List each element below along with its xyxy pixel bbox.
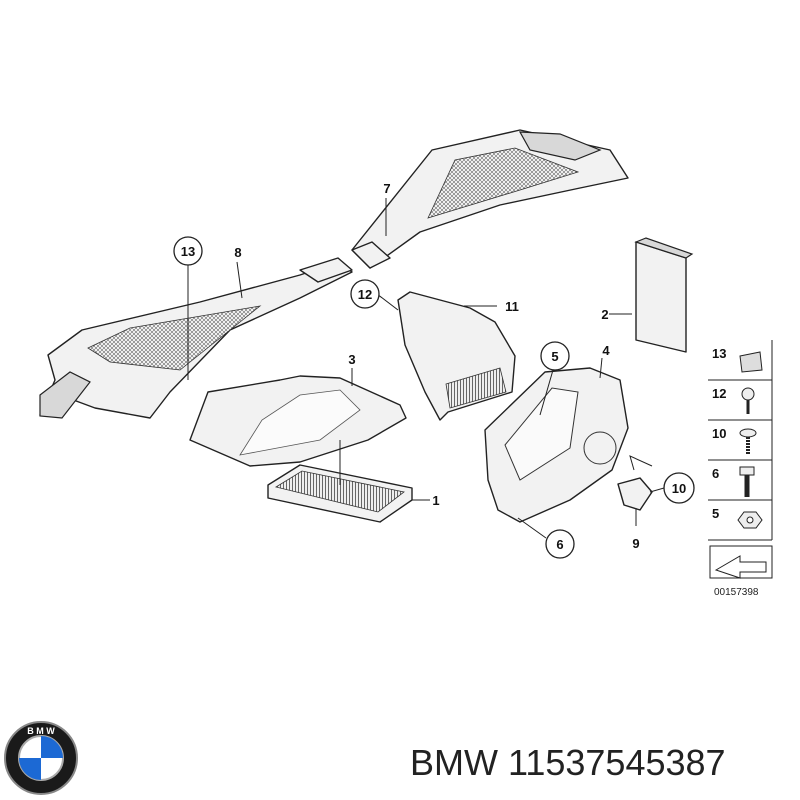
filter-housing-cover: [189, 375, 407, 467]
callout-4: 4: [602, 343, 610, 358]
hex-bolt-icon: [739, 466, 755, 476]
svg-text:12: 12: [358, 287, 372, 302]
callout-13-main: 13: [173, 236, 203, 266]
cabin-filter: [267, 464, 413, 523]
callout-3: 3: [348, 352, 355, 367]
arrow-icon: [714, 555, 767, 579]
clip-icon: [739, 351, 763, 373]
callout-10-main: 10: [663, 472, 695, 504]
callout-7: 7: [383, 181, 390, 196]
legend-5: 5: [712, 506, 719, 521]
legend-10: 10: [712, 426, 726, 441]
legend-13: 13: [712, 346, 726, 361]
callout-2: 2: [601, 307, 608, 322]
fastener-legend: 13 12 10 6 5: [708, 338, 773, 582]
callout-9: 9: [632, 536, 639, 551]
callout-6-main: 6: [545, 529, 575, 559]
cowl-grille-right: [351, 129, 629, 269]
brand-name: BMW: [410, 742, 498, 783]
callout-12-main: 12: [350, 279, 380, 309]
callout-11: 11: [505, 299, 519, 314]
sensor-9: [617, 455, 653, 511]
svg-text:10: 10: [672, 481, 686, 496]
legend-6: 6: [712, 466, 719, 481]
svg-text:13: 13: [181, 244, 195, 259]
screw-icon: [741, 387, 755, 401]
bolt-icon: [739, 428, 757, 438]
legend-12: 12: [712, 386, 726, 401]
diagram-code: 00157398: [714, 587, 759, 598]
svg-text:6: 6: [556, 537, 563, 552]
filter-element-2: [634, 237, 694, 353]
part-number: 11537545387: [508, 742, 726, 783]
callout-1: 1: [432, 493, 439, 508]
mounting-frame: [484, 367, 629, 523]
part-caption: BMW 11537545387: [410, 738, 795, 788]
air-duct: [397, 291, 516, 421]
svg-text:B M W: B M W: [27, 726, 55, 736]
cowl-grille-left: [39, 257, 353, 419]
svg-text:5: 5: [551, 349, 558, 364]
bmw-logo: B M W: [4, 721, 78, 795]
callout-5-main: 5: [540, 341, 570, 371]
leader-lines: [187, 198, 665, 539]
callout-8: 8: [234, 245, 241, 260]
